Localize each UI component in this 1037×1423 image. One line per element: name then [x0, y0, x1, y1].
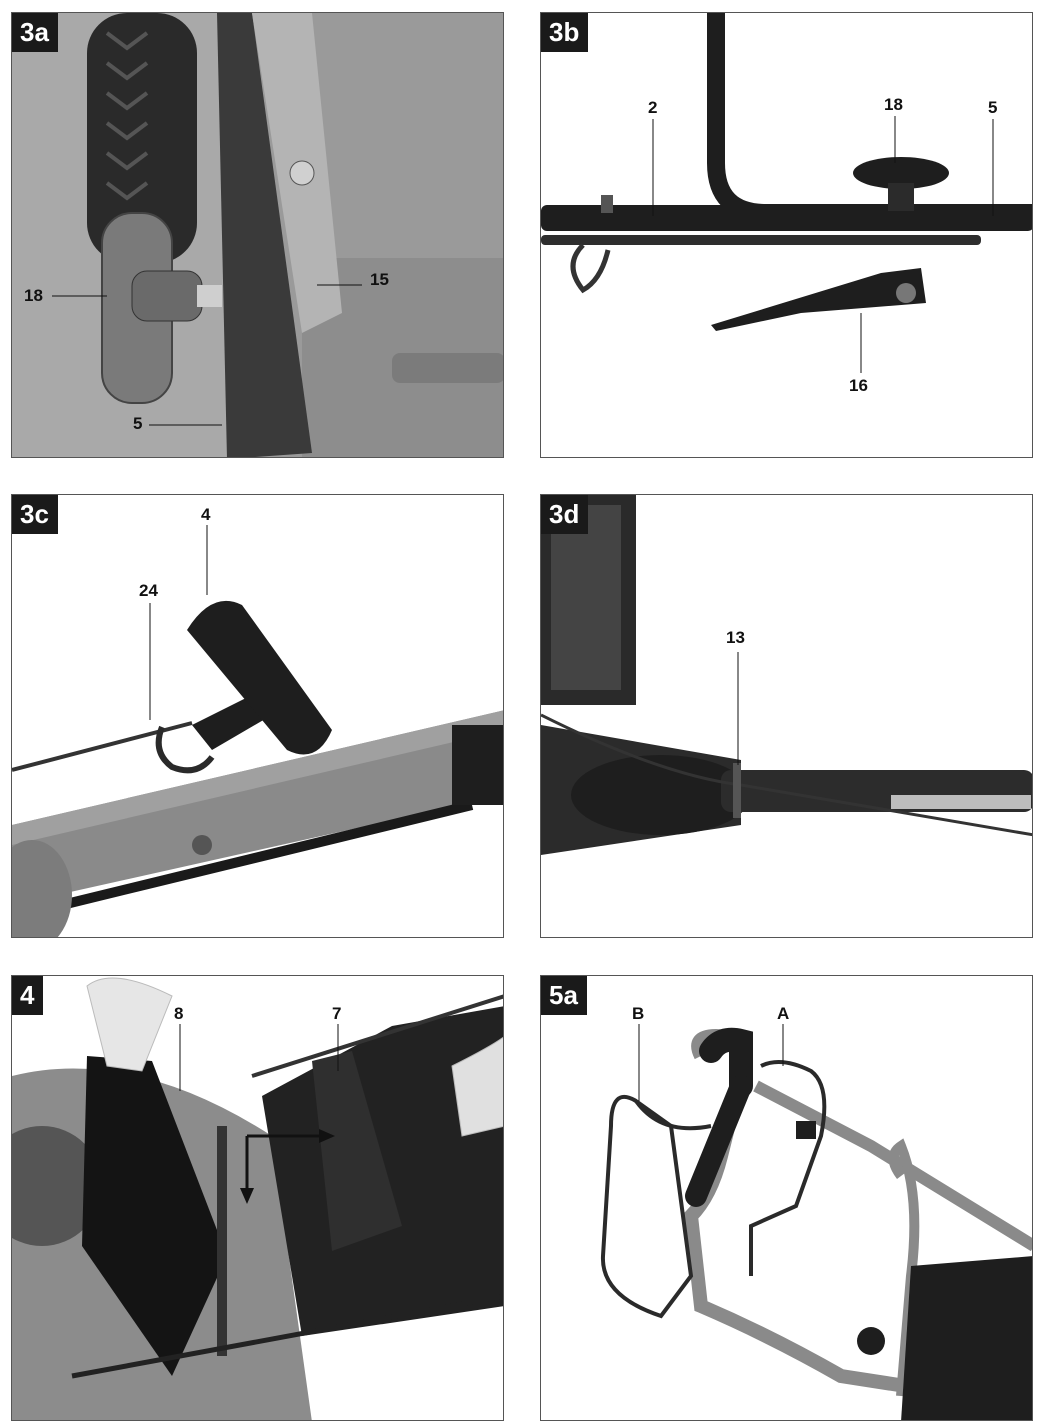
- panel-tag: 3d: [541, 495, 589, 534]
- figure-3d-illustration: [541, 495, 1032, 937]
- panel-tag: 4: [12, 976, 44, 1015]
- leader-lines: [652, 116, 994, 373]
- figure-3a-illustration: [12, 13, 503, 457]
- figure-3b: 3b 2 18 5 16: [540, 12, 1033, 458]
- callout-label: 5: [133, 414, 143, 433]
- panel-tag: 3a: [12, 13, 58, 52]
- panel-tag: 5a: [541, 976, 587, 1015]
- callout-label: 18: [884, 95, 903, 114]
- leader-lines: [179, 1024, 339, 1091]
- figure-5a: 5a B A: [540, 975, 1033, 1421]
- callout-label: 16: [849, 376, 868, 395]
- figure-3a: 3a 18 15 5: [11, 12, 504, 458]
- callout-label: 5: [988, 98, 998, 117]
- leader-lines: [638, 1024, 784, 1101]
- callout-label: 13: [726, 628, 745, 647]
- callout-label: B: [632, 1004, 645, 1023]
- callout-label: 7: [332, 1004, 342, 1023]
- leader-lines: [737, 652, 739, 765]
- figure-3b-illustration: [541, 13, 1032, 457]
- leader-lines: [149, 525, 208, 720]
- panel-tag: 3b: [541, 13, 589, 52]
- panel-tag: 3c: [12, 495, 58, 534]
- callout-label: A: [777, 1004, 790, 1023]
- callout-label: 2: [648, 98, 658, 117]
- figure-4-illustration: [12, 976, 503, 1420]
- figure-3c: 3c 4 24: [11, 494, 504, 938]
- callout-label: 8: [174, 1004, 184, 1023]
- figure-3d: 3d 13: [540, 494, 1033, 938]
- callout-label: 15: [370, 270, 389, 289]
- callout-label: 18: [24, 286, 43, 305]
- callout-label: 24: [139, 581, 158, 600]
- leader-lines: [52, 284, 362, 426]
- callout-label: 4: [201, 505, 211, 524]
- figure-5a-illustration: [541, 976, 1032, 1420]
- figure-3c-illustration: [12, 495, 503, 937]
- figure-4: 4 8 7: [11, 975, 504, 1421]
